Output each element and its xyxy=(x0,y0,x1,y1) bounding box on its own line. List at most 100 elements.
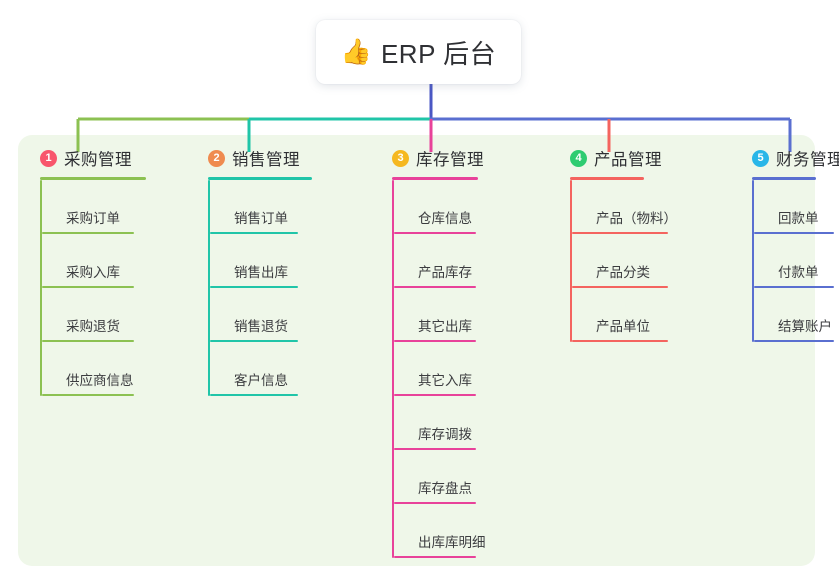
leaf-rule xyxy=(42,340,134,342)
branch-spine-3 xyxy=(392,180,394,558)
leaf-label: 其它出库 xyxy=(418,319,472,334)
leaf-rule xyxy=(754,232,834,234)
leaf-label: 采购订单 xyxy=(66,211,120,226)
leaf-rule xyxy=(394,394,476,396)
branch-rule-5 xyxy=(752,177,816,180)
leaf-rule xyxy=(210,394,298,396)
branch-title-5: 财务管理 xyxy=(776,151,839,169)
branch-badge-2: 2 xyxy=(208,149,225,167)
leaf-label: 出库库明细 xyxy=(418,535,486,550)
leaf-rule xyxy=(210,232,298,234)
branch-body-1: 采购订单采购入库采购退货供应商信息 xyxy=(40,180,146,396)
leaf-rule xyxy=(210,286,298,288)
branch-body-2: 销售订单销售出库销售退货客户信息 xyxy=(208,180,312,396)
leaf-label: 产品单位 xyxy=(596,319,650,334)
leaf-node[interactable]: 结算账户 xyxy=(752,288,839,342)
root-node-inner: 👍 ERP 后台 xyxy=(341,34,496,71)
branch-column-3: 3 库存管理仓库信息产品库存其它出库其它入库库存调拨库存盘点出库库明细 xyxy=(392,145,486,558)
leaf-rule xyxy=(572,232,668,234)
leaf-node[interactable]: 其它入库 xyxy=(392,342,484,396)
branch-column-5: 5 财务管理回款单付款单结算账户 xyxy=(752,145,839,342)
leaf-node[interactable]: 其它出库 xyxy=(392,288,484,342)
leaf-node[interactable]: 供应商信息 xyxy=(40,342,146,396)
leaf-node[interactable]: 回款单 xyxy=(752,180,839,234)
leaf-node[interactable]: 采购订单 xyxy=(40,180,146,234)
leaf-label: 结算账户 xyxy=(778,319,832,334)
leaf-rule xyxy=(394,448,476,450)
leaf-node[interactable]: 销售出库 xyxy=(208,234,312,288)
branch-spine-4 xyxy=(570,180,572,342)
leaf-rule xyxy=(572,286,668,288)
leaf-label: 销售退货 xyxy=(234,319,288,334)
leaf-rule xyxy=(210,340,298,342)
branch-badge-1: 1 xyxy=(40,149,57,167)
root-title: ERP 后台 xyxy=(380,38,497,69)
branch-body-5: 回款单付款单结算账户 xyxy=(752,180,839,342)
branch-spine-2 xyxy=(208,180,210,396)
branch-badge-5: 5 xyxy=(752,149,769,167)
leaf-rule xyxy=(754,340,834,342)
leaf-label: 其它入库 xyxy=(418,373,472,388)
branch-rule-3 xyxy=(392,177,478,180)
leaf-label: 供应商信息 xyxy=(66,373,134,388)
leaf-rule xyxy=(394,502,476,504)
leaf-label: 产品（物料） xyxy=(596,211,677,226)
branch-title-2: 销售管理 xyxy=(232,151,300,169)
branch-title-3: 库存管理 xyxy=(416,151,484,169)
leaf-node[interactable]: 仓库信息 xyxy=(392,180,484,234)
leaf-label: 客户信息 xyxy=(234,373,288,388)
branch-body-3: 仓库信息产品库存其它出库其它入库库存调拨库存盘点出库库明细 xyxy=(392,180,486,558)
leaf-rule xyxy=(572,340,668,342)
branch-spine-1 xyxy=(40,180,42,396)
branch-rule-1 xyxy=(40,177,146,180)
leaf-node[interactable]: 库存调拨 xyxy=(392,396,484,450)
leaf-node[interactable]: 采购退货 xyxy=(40,288,146,342)
leaf-node[interactable]: 采购入库 xyxy=(40,234,146,288)
leaf-node[interactable]: 产品库存 xyxy=(392,234,484,288)
leaf-label: 付款单 xyxy=(778,265,819,280)
branch-body-4: 产品（物料） 产品分类产品单位 xyxy=(570,180,677,342)
leaf-label: 采购退货 xyxy=(66,319,120,334)
branch-column-2: 2 销售管理销售订单销售出库销售退货客户信息 xyxy=(208,145,312,396)
leaf-label: 回款单 xyxy=(778,211,819,226)
branches-panel xyxy=(18,135,815,566)
leaf-rule xyxy=(394,232,476,234)
leaf-node[interactable]: 库存盘点 xyxy=(392,450,484,504)
leaf-label: 仓库信息 xyxy=(418,211,472,226)
leaf-rule xyxy=(42,286,134,288)
branch-header-2[interactable]: 2 销售管理 xyxy=(208,145,312,171)
leaf-rule xyxy=(394,286,476,288)
branch-title-1: 采购管理 xyxy=(64,151,132,169)
leaf-node[interactable]: 销售订单 xyxy=(208,180,312,234)
branch-spine-5 xyxy=(752,180,754,342)
leaf-label: 产品分类 xyxy=(596,265,650,280)
leaf-node[interactable]: 出库库明细 xyxy=(392,504,486,558)
branch-rule-2 xyxy=(208,177,312,180)
leaf-node[interactable]: 客户信息 xyxy=(208,342,312,396)
leaf-node[interactable]: 产品单位 xyxy=(570,288,668,342)
branch-rule-4 xyxy=(570,177,644,180)
leaf-node[interactable]: 产品（物料） xyxy=(570,180,677,234)
leaf-label: 采购入库 xyxy=(66,265,120,280)
leaf-node[interactable]: 产品分类 xyxy=(570,234,668,288)
leaf-label: 库存盘点 xyxy=(418,481,472,496)
leaf-rule xyxy=(394,340,476,342)
leaf-label: 产品库存 xyxy=(418,265,472,280)
leaf-label: 销售订单 xyxy=(234,211,288,226)
branch-column-1: 1 采购管理采购订单采购入库采购退货供应商信息 xyxy=(40,145,146,396)
leaf-node[interactable]: 销售退货 xyxy=(208,288,312,342)
branch-header-5[interactable]: 5 财务管理 xyxy=(752,145,839,171)
branch-badge-3: 3 xyxy=(392,149,409,167)
thumbs-up-icon: 👍 xyxy=(340,37,372,66)
leaf-node[interactable]: 付款单 xyxy=(752,234,839,288)
leaf-label: 销售出库 xyxy=(234,265,288,280)
root-node[interactable]: 👍 ERP 后台 xyxy=(316,20,521,84)
branch-title-4: 产品管理 xyxy=(594,151,662,169)
branch-header-1[interactable]: 1 采购管理 xyxy=(40,145,146,171)
leaf-rule xyxy=(42,232,134,234)
leaf-rule xyxy=(754,286,834,288)
leaf-rule xyxy=(394,556,476,558)
branch-header-3[interactable]: 3 库存管理 xyxy=(392,145,484,171)
